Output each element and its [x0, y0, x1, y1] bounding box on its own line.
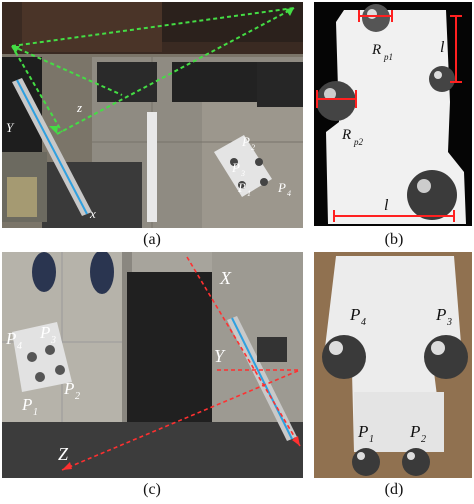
svg-text:P: P — [349, 305, 360, 324]
photo-panel-a: z x Y P 2 P 3 P 1 P 4 — [2, 2, 303, 228]
svg-text:2: 2 — [421, 434, 426, 445]
point-label-p3: P 3 — [39, 323, 56, 346]
svg-text:2: 2 — [251, 143, 255, 152]
svg-text:R: R — [371, 42, 381, 58]
point-label-p4: P 4 — [5, 329, 22, 352]
svg-text:P: P — [241, 134, 250, 149]
svg-text:1: 1 — [369, 434, 374, 445]
label-rp1: R p1 — [371, 42, 393, 62]
svg-text:P: P — [5, 329, 16, 348]
svg-text:p1: p1 — [383, 52, 393, 62]
svg-text:4: 4 — [17, 341, 22, 352]
svg-text:3: 3 — [240, 169, 245, 178]
point-label-p2: P 2 — [63, 379, 80, 402]
caption-c: (c) — [143, 481, 161, 498]
caption-b: (b) — [384, 231, 404, 248]
caption-d: (d) — [384, 481, 404, 498]
svg-text:p2: p2 — [353, 137, 364, 147]
svg-text:P: P — [409, 422, 420, 441]
photo-panel-b: R p1 R p2 l l — [314, 2, 472, 226]
point-label-p2: P 2 — [409, 422, 426, 445]
point-label-p2: P 2 — [241, 134, 255, 152]
caption-a: (a) — [143, 231, 161, 248]
svg-text:4: 4 — [361, 317, 366, 328]
svg-text:P: P — [39, 323, 50, 342]
svg-text:P: P — [357, 422, 368, 441]
svg-text:1: 1 — [247, 189, 251, 198]
label-rp2: R p2 — [341, 127, 364, 147]
axis-label-x: x — [89, 206, 96, 221]
point-label-p3: P 3 — [231, 160, 245, 178]
svg-text:P: P — [21, 395, 32, 414]
point-label-p3: P 3 — [435, 305, 452, 328]
svg-text:P: P — [435, 305, 446, 324]
svg-text:1: 1 — [33, 407, 38, 418]
svg-text:3: 3 — [50, 335, 56, 346]
svg-text:P: P — [231, 160, 240, 175]
photo-panel-c: X Y Z P 4 P 3 P 1 P 2 — [2, 252, 303, 478]
axis-label-X: X — [219, 268, 232, 288]
svg-text:2: 2 — [75, 391, 80, 402]
svg-text:4: 4 — [287, 189, 291, 198]
axis-label-z: z — [76, 100, 82, 115]
label-l-bottom: l — [384, 197, 389, 214]
label-l-right: l — [440, 39, 445, 56]
axis-label-Y: Y — [214, 346, 226, 366]
point-label-p1: P 1 — [357, 422, 374, 445]
svg-text:P: P — [237, 180, 246, 195]
axis-label-y: Y — [6, 120, 15, 135]
photo-panel-d: P 4 P 3 P 1 P 2 — [314, 252, 472, 478]
svg-text:R: R — [341, 127, 351, 143]
point-label-p1: P 1 — [237, 180, 251, 198]
svg-text:P: P — [277, 180, 286, 195]
point-label-p4: P 4 — [349, 305, 366, 328]
axis-label-Z: Z — [58, 444, 69, 464]
svg-text:3: 3 — [446, 317, 452, 328]
svg-text:P: P — [63, 379, 74, 398]
point-label-p4: P 4 — [277, 180, 291, 198]
point-label-p1: P 1 — [21, 395, 38, 418]
